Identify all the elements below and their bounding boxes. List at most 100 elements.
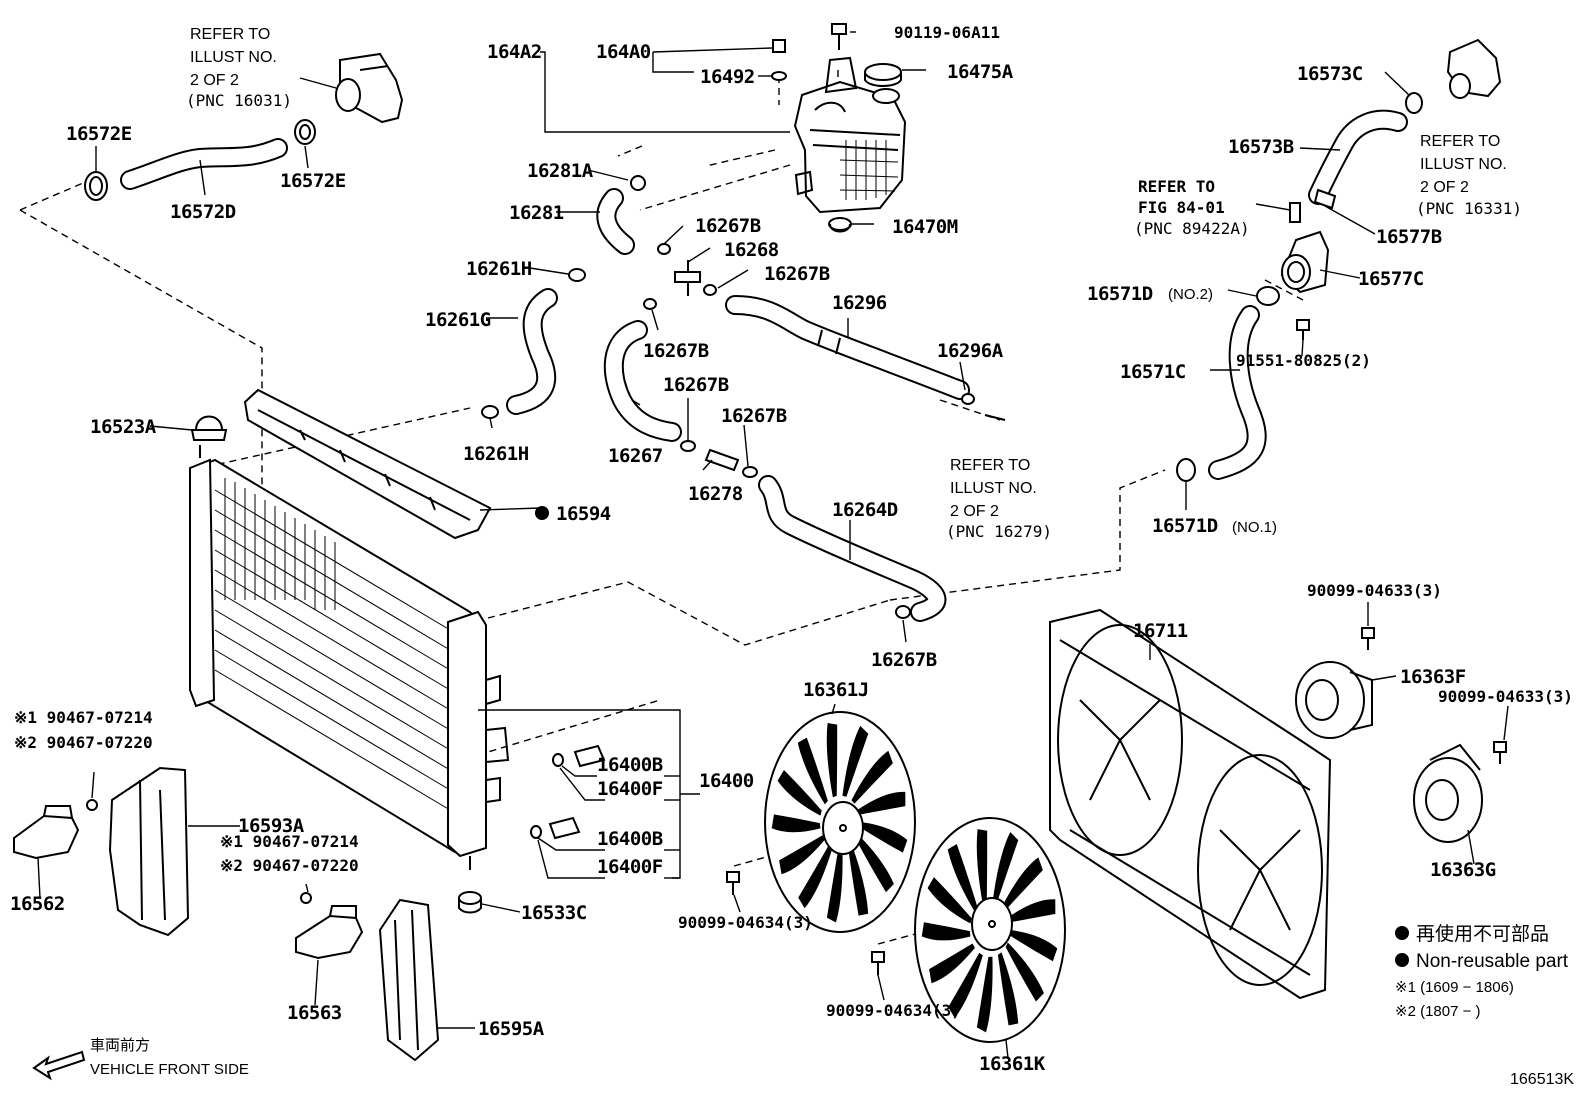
clamp-16573c [1405, 92, 1423, 114]
front-en: VEHICLE FRONT SIDE [90, 1061, 249, 1078]
label-164a2: 164A2 [487, 41, 542, 63]
fan-16361j-blade [798, 844, 833, 909]
fan-16361j-blade [859, 822, 908, 853]
refer-note-1: REFER TO ILLUST NO. 2 OF 2 (PNC 16031) [186, 26, 292, 110]
fan-16361k-blade [976, 956, 993, 1033]
label-164a0: 164A0 [596, 41, 651, 63]
fan-16361j-blade [842, 725, 869, 797]
bracket-16562 [13, 805, 80, 860]
fan-16361k-blade [1005, 942, 1044, 1002]
label-16571d-no1: 16571D [1152, 515, 1218, 537]
fan-16361k-blade [1007, 899, 1056, 923]
label-16563: 16563 [287, 1002, 342, 1024]
label-16470m: 16470M [892, 216, 958, 238]
label-16572e-left: 16572E [66, 123, 132, 145]
variant-right-1: ※1 90467-07214 [220, 832, 359, 851]
svg-text:ILLUST NO.: ILLUST NO. [1420, 156, 1507, 173]
fan-16361k-blade [997, 952, 1019, 1026]
label-16593a: 16593A [238, 815, 305, 837]
variant-left-2: ※2 90467-07220 [14, 733, 153, 752]
label-16573c: 16573C [1297, 63, 1363, 85]
label-16268: 16268 [724, 239, 779, 261]
legend-range-1: ※1 (1609 − 1806) [1395, 979, 1514, 996]
fan-16361j-blade [777, 770, 822, 816]
svg-text:(PNC 16031): (PNC 16031) [186, 91, 292, 110]
clamp-16267b-lower [895, 605, 911, 619]
label-16264d: 16264D [832, 499, 898, 521]
t-joint-16268 [643, 243, 717, 310]
fan-16361k-blade [976, 829, 988, 905]
svg-text:(PNC 16279): (PNC 16279) [946, 522, 1052, 541]
label-16400b-lower: 16400B [597, 828, 663, 850]
label-16296: 16296 [832, 292, 887, 314]
fan-16361k-blade [921, 922, 971, 941]
label-90099-04633-upper: 90099-04633(3) [1307, 581, 1442, 600]
label-16267b-left: 16267B [643, 340, 709, 362]
hose-16261g [506, 288, 558, 415]
fan-16361j-blade [826, 722, 838, 798]
label-16400f-lower: 16400F [597, 856, 663, 878]
label-16281: 16281 [509, 202, 564, 224]
label-16594: 16594 [556, 503, 611, 525]
radiator-core [189, 445, 510, 870]
fan-16361k-blade [992, 832, 1019, 905]
label-90099-04634-upper: 90099-04634(3) [678, 913, 813, 932]
drain-plug-parts [771, 39, 787, 81]
label-16361j: 16361J [803, 679, 869, 701]
label-16577b: 16577B [1376, 226, 1442, 248]
fan-16361j-blade [857, 791, 906, 815]
clamp-16572e-left [84, 171, 108, 201]
label-16577c: 16577C [1358, 268, 1424, 290]
fan-16361k-blade [1009, 930, 1058, 962]
fan-16361k-blade [1001, 857, 1043, 912]
svg-text:FIG 84-01: FIG 84-01 [1138, 198, 1225, 217]
legend-jp: 再使用不可部品 [1416, 923, 1549, 945]
fan-16361j-blade [797, 737, 828, 805]
water-outlet-right [1446, 38, 1502, 99]
label-16361k: 16361K [979, 1053, 1046, 1075]
clip-16281a [630, 175, 646, 191]
svg-text:2 OF 2: 2 OF 2 [950, 503, 999, 520]
clamp-16571d-no2 [1256, 286, 1280, 306]
bracket-16563 [295, 905, 364, 960]
label-16296a: 16296A [937, 340, 1004, 362]
label-90099-04633-lower: 90099-04633(3) [1438, 687, 1573, 706]
label-16363g: 16363G [1430, 859, 1496, 881]
clip-90467-left [86, 799, 98, 811]
bolt-90119 [831, 23, 847, 50]
legend-en: Non-reusable part [1416, 951, 1569, 972]
label-16261h-upper: 16261H [466, 258, 532, 280]
clamps-16267b-mid [680, 440, 758, 478]
fan-16361j-blade [855, 834, 894, 893]
svg-text:(PNC 89422A): (PNC 89422A) [1134, 219, 1250, 238]
svg-text:REFER TO: REFER TO [950, 457, 1030, 474]
radiator-cap [190, 415, 228, 441]
label-16400f-upper: 16400F [597, 778, 663, 800]
hose-16281 [596, 188, 635, 255]
fan-16361j-blade [826, 848, 843, 923]
label-90099-04634-lower: 90099-04634(3) [826, 1001, 961, 1020]
label-16572e-right: 16572E [280, 170, 346, 192]
label-16267b-lower: 16267B [871, 649, 937, 671]
legend: 再使用不可部品 Non-reusable part ※1 (1609 − 180… [1395, 923, 1569, 1020]
label-16261g: 16261G [425, 309, 491, 331]
connector-16278 [704, 448, 740, 472]
non-reusable-mark [535, 506, 549, 520]
reservoir-cap [864, 63, 902, 87]
svg-text:REFER TO: REFER TO [1420, 133, 1500, 150]
fan-motor-16363f [1295, 661, 1373, 739]
variant-notes: ※1 90467-07214 ※2 90467-07220 ※1 90467-0… [14, 708, 359, 875]
seal-16595a [378, 898, 440, 1062]
clamp-16261h-upper [568, 268, 586, 282]
fan-shroud [1049, 608, 1332, 1000]
refer-note-4: REFER TO ILLUST NO. 2 OF 2 (PNC 16279) [946, 457, 1052, 541]
grommet-16470m [828, 217, 852, 233]
seal-16593a [108, 766, 190, 937]
svg-text:(PNC 16331): (PNC 16331) [1416, 199, 1522, 218]
refer-note-2: REFER TO ILLUST NO. 2 OF 2 (PNC 16331) [1416, 133, 1522, 218]
fan-16361j-blade [771, 814, 821, 833]
label-16562: 16562 [10, 893, 65, 915]
svg-text:REFER TO: REFER TO [1138, 177, 1215, 196]
label-16572d: 16572D [170, 201, 236, 223]
fan-16361j-blade [851, 750, 893, 804]
